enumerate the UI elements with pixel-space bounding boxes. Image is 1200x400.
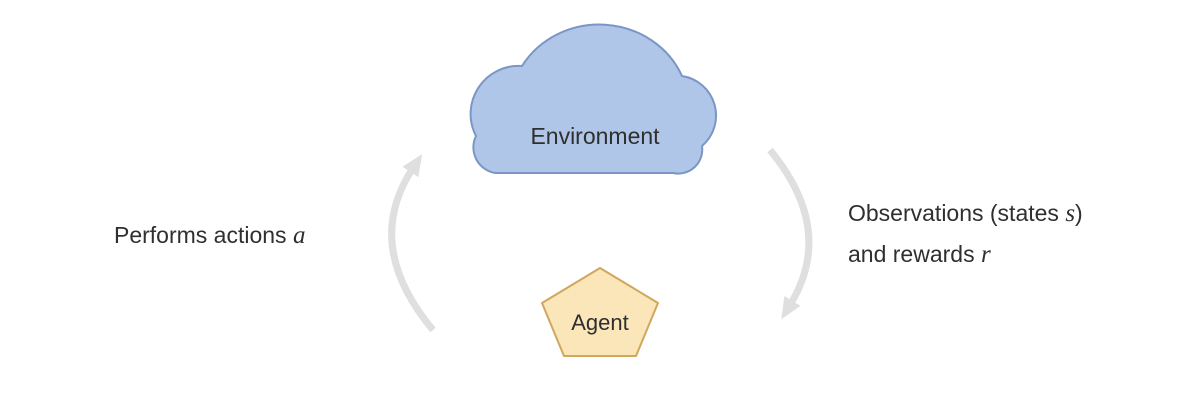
environment-label: Environment bbox=[530, 123, 660, 149]
observation-arrow bbox=[767, 147, 813, 320]
environment-cloud-shape bbox=[469, 23, 718, 175]
reward-math-var: r bbox=[980, 241, 991, 268]
state-math-var: s bbox=[1065, 200, 1076, 227]
observation-arrow-label: Observations (states s) and rewards r bbox=[848, 193, 1083, 275]
action-label-text: Performs actions bbox=[114, 222, 287, 248]
observation-label-line1: Observations (states s) bbox=[848, 193, 1083, 234]
action-arrow-label: Performs actions a bbox=[114, 222, 305, 250]
observation-label-close-paren: ) bbox=[1075, 200, 1083, 226]
agent-label: Agent bbox=[571, 310, 629, 335]
agent-pentagon-shape bbox=[541, 267, 659, 357]
action-math-var: a bbox=[292, 222, 306, 249]
observation-label-line2: and rewards r bbox=[848, 234, 1083, 275]
reward-label-text: and rewards bbox=[848, 241, 975, 267]
action-arrow bbox=[388, 154, 436, 333]
observation-label-text: Observations (states bbox=[848, 200, 1059, 226]
